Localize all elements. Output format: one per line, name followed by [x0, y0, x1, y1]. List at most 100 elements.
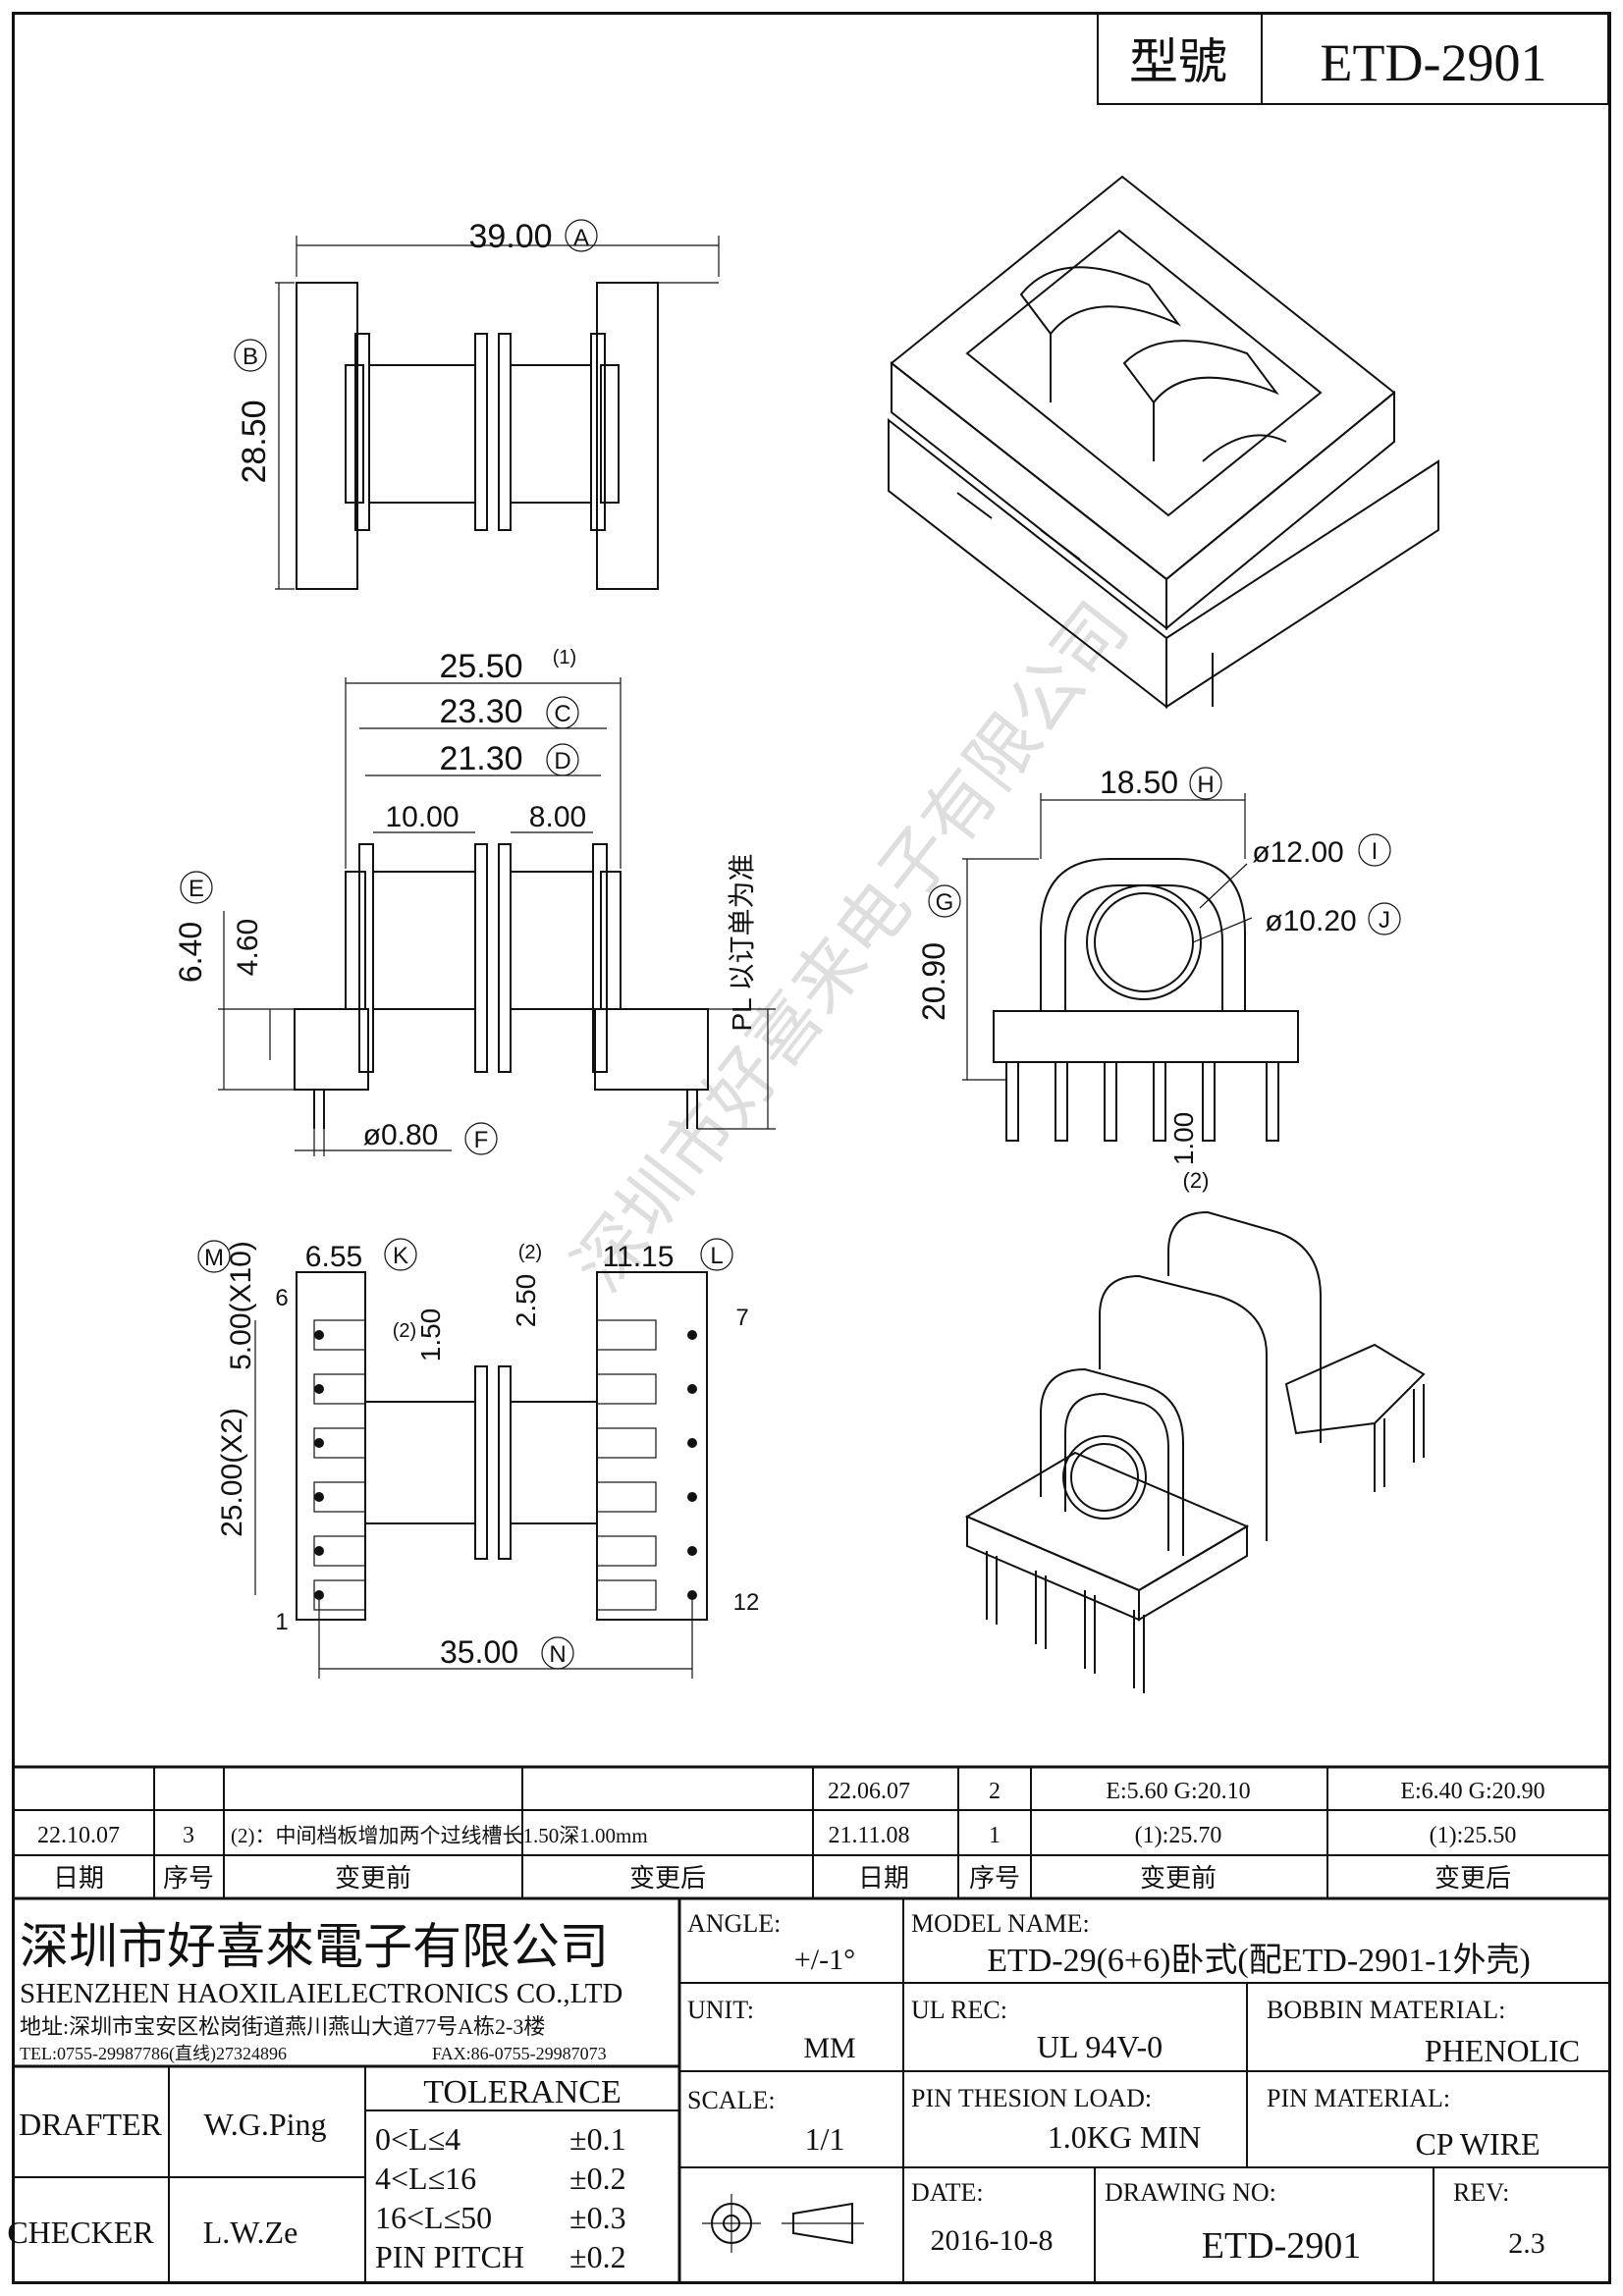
tol-range-3: 16<L≤50 [375, 2200, 492, 2235]
ulrec-value: UL 94V-0 [1037, 2029, 1163, 2064]
model-box: 型號 ETD-2901 [1097, 13, 1609, 105]
rev-header-after-left: 变更后 [629, 1864, 706, 1893]
rev-header-before-left: 变更前 [335, 1864, 411, 1893]
rev-row2-no: 1 [989, 1823, 1001, 1848]
drawing-frame [12, 12, 1611, 2284]
scale-label: SCALE: [687, 2086, 776, 2114]
tag-m: M [204, 1245, 224, 1271]
pinload-value: 1.0KG MIN [1048, 2119, 1201, 2155]
model-label: MODEL NAME: [911, 1909, 1090, 1938]
unit-value: MM [803, 2032, 855, 2064]
tag-j: J [1379, 907, 1390, 934]
tag-h: H [1197, 772, 1214, 798]
dim-m: 5.00(X10) [225, 1241, 257, 1370]
drawno-value: ETD-2901 [1202, 2225, 1362, 2267]
pin-7-label: 7 [735, 1305, 748, 1331]
tol-value-2: ±0.2 [569, 2161, 626, 2196]
pin-1-label: 1 [275, 1609, 288, 1635]
side-view: 18.50 H 20.90 G ø12.00 I ø10.20 J 1.00 (… [916, 765, 1401, 1193]
iso-view-bottom [964, 1210, 1426, 1693]
dim-l: 11.15 [603, 1241, 675, 1273]
rev-row2-before: (1):25.70 [1135, 1823, 1222, 1848]
dim-1-50: 1.50 [415, 1308, 446, 1362]
rev-header-date-left: 日期 [53, 1864, 104, 1893]
bobbin-label: BOBBIN MATERIAL: [1267, 1996, 1505, 2024]
tag-c: C [554, 701, 570, 727]
tag-a: A [573, 225, 589, 251]
dim-a: 39.00 [468, 218, 552, 255]
drafter-value: W.G.Ping [203, 2107, 326, 2142]
dim-b: 28.50 [236, 400, 273, 483]
dim-2-50: 2.50 [511, 1274, 541, 1328]
tol-range-4: PIN PITCH [375, 2239, 524, 2274]
dim-25-50-note: (1) [553, 647, 576, 668]
company-fax: FAX:86-0755-29987073 [432, 2044, 607, 2063]
tag-g: G [936, 889, 954, 916]
checker-value: L.W.Ze [203, 2215, 298, 2250]
dim-c: 23.30 [439, 693, 522, 730]
rev-row1-before: E:5.60 G:20.10 [1106, 1779, 1250, 1804]
rev-row2-before-left: (2)：中间档板增加两个过线槽长1.50深1.00mm [231, 1824, 648, 1847]
rev-header-no: 序号 [969, 1864, 1020, 1893]
bottom-view: 5.00(X10) M 6.55 K 11.15 L 1.50 (2) 2.50… [197, 1238, 760, 1679]
pinmat-value: CP WIRE [1415, 2126, 1540, 2162]
model-box-value: ETD-2901 [1321, 33, 1547, 92]
dim-k: 6.55 [305, 1241, 362, 1273]
rev-header-before: 变更前 [1140, 1864, 1217, 1893]
dim-n: 35.00 [440, 1634, 518, 1670]
tol-range-2: 4<L≤16 [375, 2161, 476, 2196]
pl-note: PL 以订单为准 [727, 854, 757, 1032]
angle-value: +/-1° [794, 1944, 855, 1976]
pin-6-label: 6 [275, 1285, 288, 1311]
tag-e: E [189, 876, 204, 902]
dim-f: ø0.80 [363, 1119, 439, 1151]
drawno-label: DRAWING NO: [1105, 2178, 1276, 2207]
dim-25-50: 25.50 [439, 648, 522, 685]
tag-n: N [549, 1641, 566, 1668]
dim-i: ø12.00 [1252, 836, 1343, 869]
tag-l: L [710, 1243, 723, 1269]
dim-h: 18.50 [1100, 765, 1178, 800]
rev-label: REV: [1453, 2178, 1509, 2207]
tol-value-1: ±0.1 [569, 2121, 626, 2157]
bobbin-value: PHENOLIC [1425, 2033, 1580, 2068]
dim-j: ø10.20 [1265, 905, 1356, 937]
front-view: 25.50 (1) 23.30 C 21.30 D 10.00 8.00 6.4… [173, 647, 776, 1156]
tag-f: F [474, 1127, 489, 1153]
pin-12-label: 12 [733, 1589, 760, 1616]
company-name-cn: 深圳市好喜來電子有限公司 [20, 1919, 609, 1974]
pinload-label: PIN THESION LOAD: [911, 2084, 1152, 2112]
note-2-50: (2) [518, 1242, 542, 1263]
dim-25-00: 25.00(X2) [216, 1408, 248, 1537]
tag-i: I [1372, 838, 1379, 865]
tag-b: B [243, 344, 258, 370]
angle-label: ANGLE: [687, 1909, 781, 1938]
side-note-2: (2) [1183, 1168, 1210, 1193]
rev-row2-no-left: 3 [183, 1823, 194, 1848]
top-view: 39.00 A 28.50 B [234, 218, 720, 590]
rev-header-after: 变更后 [1434, 1864, 1511, 1893]
company-tel: TEL:0755-29987786(直线)27324896 [20, 2044, 287, 2064]
checker-label: CHECKER [7, 2215, 154, 2250]
rev-row1-date: 22.06.07 [828, 1779, 910, 1804]
model-box-label: 型號 [1129, 34, 1227, 89]
watermark: 深圳市好喜来电子有限公司 [557, 587, 1144, 1307]
dim-8: 8.00 [529, 801, 586, 833]
company-name-en: SHENZHEN HAOXILAIELECTRONICS CO.,LTD [20, 1978, 622, 2009]
dim-d: 21.30 [439, 740, 522, 777]
rev-row2-date-left: 22.10.07 [37, 1823, 120, 1848]
rev-row1-no: 2 [989, 1779, 1001, 1804]
model-value: ETD-29(6+6)卧式(配ETD-2901-1外壳) [987, 1942, 1531, 1979]
tag-d: D [554, 748, 570, 774]
ulrec-label: UL REC: [911, 1996, 1007, 2024]
date-value: 2016-10-8 [931, 2224, 1054, 2257]
revision-table: 22.06.07 2 E:5.60 G:20.10 E:6.40 G:20.90… [12, 1765, 1611, 1900]
iso-view-top [888, 175, 1439, 710]
projection-symbol [702, 2194, 864, 2253]
dim-1-00: 1.00 [1168, 1112, 1199, 1166]
date-label: DATE: [911, 2178, 984, 2207]
tag-k: K [393, 1243, 408, 1269]
note-1-50: (2) [393, 1320, 416, 1342]
scale-value: 1/1 [805, 2121, 845, 2157]
